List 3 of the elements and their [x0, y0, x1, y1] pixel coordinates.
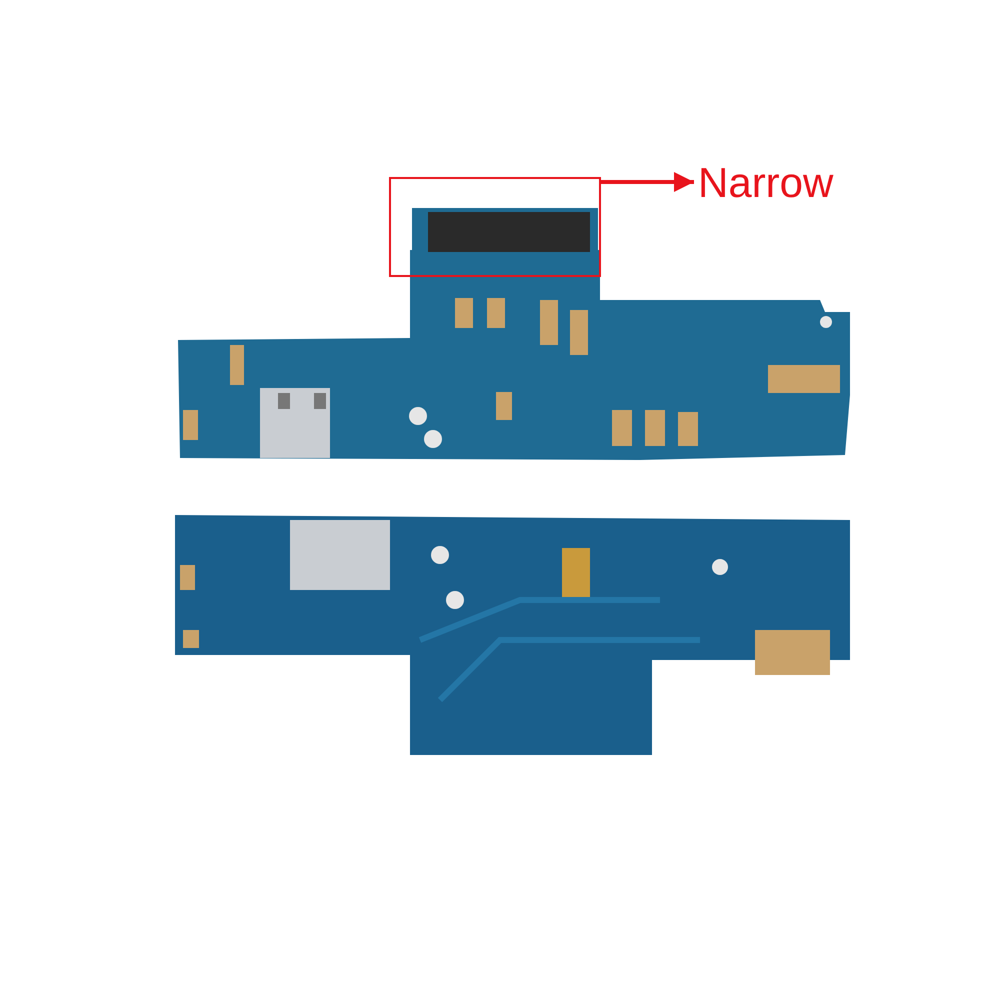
callout-text: Narrow [698, 158, 834, 208]
highlight-frame [389, 177, 601, 277]
arrow [601, 172, 694, 192]
